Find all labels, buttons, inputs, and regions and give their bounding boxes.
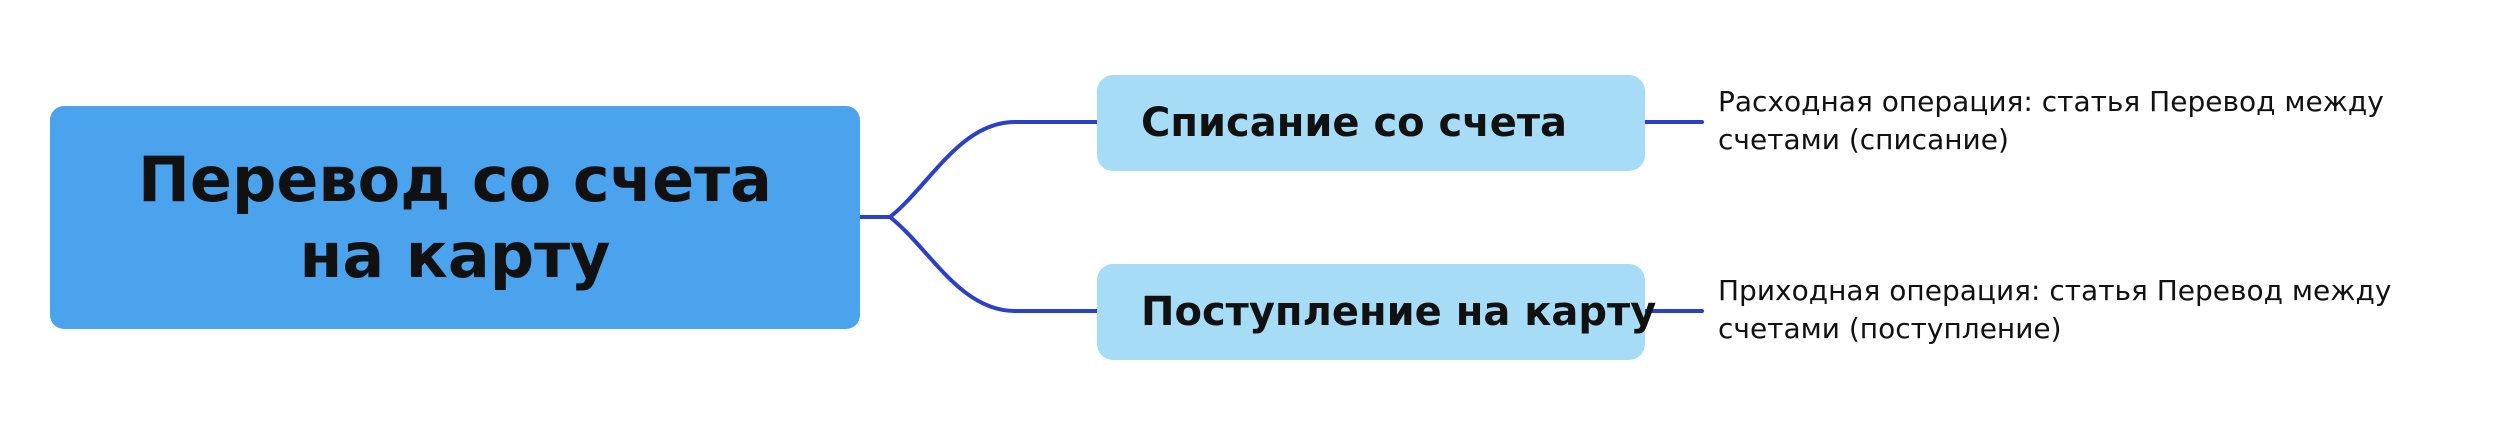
connector-to-branch-2 [888, 215, 1099, 313]
note-withdrawal: Расходная операция: статья Перевод между… [1718, 85, 2384, 157]
branch-node-receipt: Поступление на карту [1097, 264, 1656, 360]
branch-node-label: Списание со счета [1141, 100, 1568, 146]
root-node-label: Перевод со счета на карту [138, 142, 772, 292]
root-node: Перевод со счета на карту [50, 106, 860, 329]
note-receipt: Приходная операция: статья Перевод между… [1718, 274, 2392, 346]
branch-node-label: Поступление на карту [1141, 289, 1657, 335]
branch-node-withdrawal: Списание со счета [1097, 75, 1645, 171]
connector-to-branch-1 [888, 120, 1099, 219]
